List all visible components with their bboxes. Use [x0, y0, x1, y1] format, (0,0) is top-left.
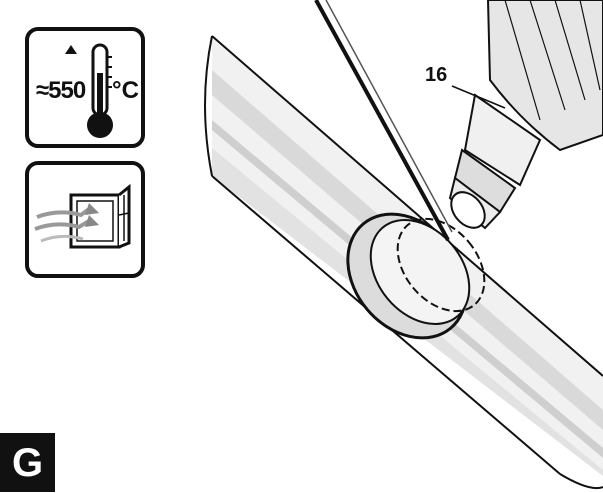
heat-gun-nozzle: [448, 0, 603, 230]
callout-leader-line: [451, 85, 506, 109]
window-ventilation-icon: [34, 183, 131, 249]
figure-label: G: [0, 433, 55, 492]
ventilation-icon-box: [25, 161, 145, 278]
callout-16-label: 16: [425, 64, 448, 86]
increase-triangle-icon: [65, 45, 77, 54]
temperature-value: ≈550: [36, 77, 86, 104]
temperature-unit: °C: [112, 77, 139, 104]
pipe-collar: [346, 212, 486, 340]
cable: [314, 0, 453, 241]
temperature-icon-box: ≈550 °C: [25, 27, 145, 148]
thermometer-icon: [87, 43, 113, 138]
